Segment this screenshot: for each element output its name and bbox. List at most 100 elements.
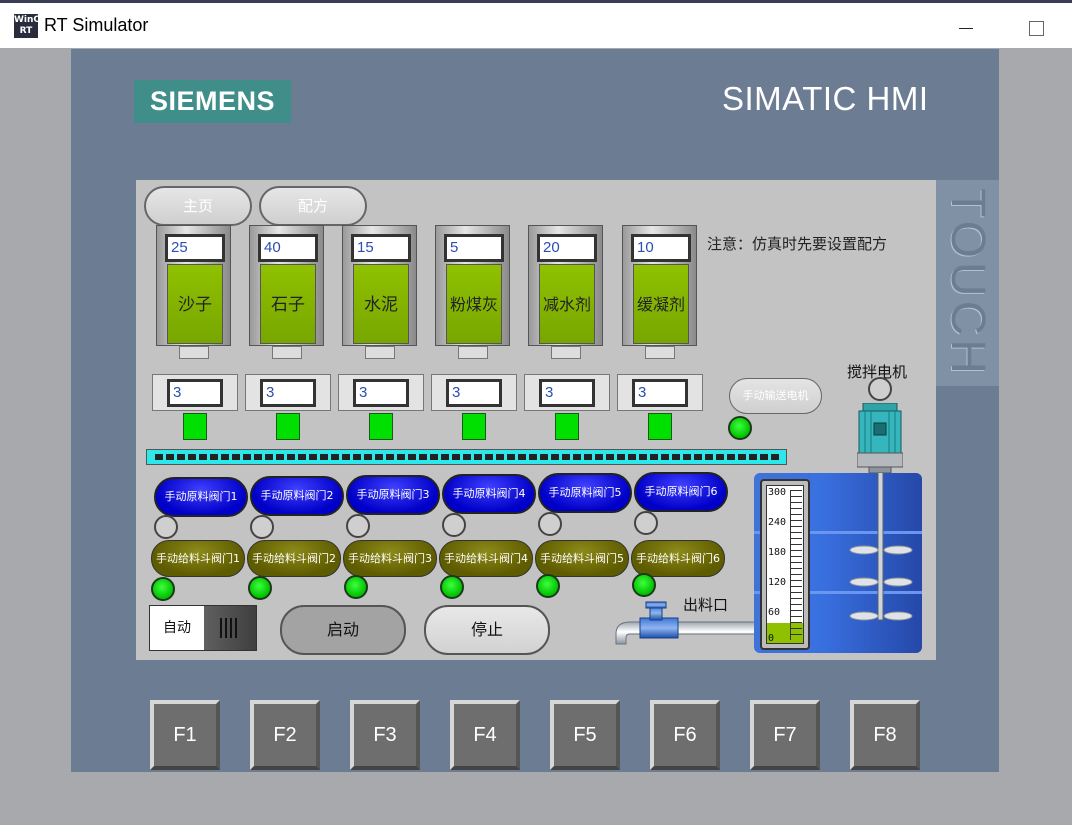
tank-band — [754, 591, 922, 594]
scale-value-field[interactable]: 3 — [260, 379, 316, 407]
hopper-status-lamp — [183, 413, 207, 440]
scale-value-field[interactable]: 3 — [353, 379, 409, 407]
manual-raw-valve-button[interactable]: 手动原料阀门2 — [250, 476, 344, 516]
silo-value-field[interactable]: 15 — [351, 234, 411, 262]
tank-level-gauge: 300 240 180 120 60 0 — [760, 479, 810, 650]
gauge-window: 300 240 180 120 60 0 — [766, 485, 804, 644]
function-key-f1[interactable]: F1 — [150, 700, 220, 770]
outlet-pipe-icon — [615, 601, 757, 645]
silo-label: 水泥 — [353, 264, 409, 344]
hopper-valve-lamp — [632, 573, 656, 597]
conveyor-motor-lamp — [728, 416, 752, 440]
hopper-valve-lamp — [248, 576, 272, 600]
function-key-label: F6 — [673, 724, 697, 746]
silo-value-field[interactable]: 20 — [537, 234, 597, 262]
stop-button[interactable]: 停止 — [424, 605, 550, 655]
maximize-button[interactable] — [1024, 15, 1048, 39]
function-key-f2[interactable]: F2 — [250, 700, 320, 770]
raw-valve-lamp — [634, 511, 658, 535]
scale-value-field[interactable]: 3 — [539, 379, 595, 407]
mixer-motor-icon — [857, 403, 903, 473]
manual-raw-valve-button[interactable]: 手动原料阀门6 — [634, 472, 728, 512]
raw-valve-lamp — [538, 512, 562, 536]
hopper-valve-lamp — [440, 575, 464, 599]
silo: 40 石子 — [249, 225, 324, 346]
simulation-note: 注意：仿真时先要设置配方 — [707, 235, 888, 253]
gauge-tick-label: 0 — [768, 633, 775, 644]
manual-raw-valve-button[interactable]: 手动原料阀门1 — [154, 477, 248, 517]
function-key-label: F2 — [273, 724, 297, 746]
mixer-agitator-icon — [849, 470, 913, 621]
silo-spout — [551, 346, 581, 359]
weigh-hopper: 3 — [431, 374, 517, 411]
recipe-button[interactable]: 配方 — [259, 186, 367, 226]
mixer-motor-label: 搅拌电机 — [847, 363, 908, 381]
silo-spout — [272, 346, 302, 359]
raw-valve-lamp — [442, 513, 466, 537]
window-title: RT Simulator — [44, 15, 149, 35]
gauge-tick-label: 120 — [768, 577, 787, 588]
gauge-tick-label: 240 — [768, 517, 787, 528]
weigh-hopper: 3 — [617, 374, 703, 411]
touch-label: TOUCH — [935, 180, 999, 386]
manual-conveyor-motor-button[interactable]: 手动输送电机 — [729, 378, 822, 414]
silo-spout — [645, 346, 675, 359]
weigh-hopper: 3 — [338, 374, 424, 411]
hopper-status-lamp — [648, 413, 672, 440]
function-key-f4[interactable]: F4 — [450, 700, 520, 770]
silo-value-field[interactable]: 40 — [258, 234, 318, 262]
manual-hopper-valve-button[interactable]: 手动给料斗阀门5 — [535, 540, 629, 577]
function-key-label: F5 — [573, 724, 597, 746]
scale-value-field[interactable]: 3 — [167, 379, 223, 407]
tank-band — [754, 531, 922, 534]
silo-value-field[interactable]: 5 — [444, 234, 504, 262]
silo-label: 减水剂 — [539, 264, 595, 344]
silo: 10 缓凝剂 — [622, 225, 697, 346]
raw-valve-lamp — [346, 514, 370, 538]
function-key-f6[interactable]: F6 — [650, 700, 720, 770]
outlet-label: 出料口 — [683, 596, 729, 614]
auto-mode-label: 自动 — [163, 620, 191, 636]
manual-raw-valve-button[interactable]: 手动原料阀门3 — [346, 475, 440, 515]
scale-value-field[interactable]: 3 — [446, 379, 502, 407]
siemens-logo: SIEMENS — [134, 80, 291, 123]
silo-spout — [458, 346, 488, 359]
home-button[interactable]: 主页 — [144, 186, 252, 226]
manual-hopper-valve-button[interactable]: 手动给料斗阀门2 — [247, 540, 341, 577]
simatic-hmi-label: SIMATIC HMI — [722, 80, 929, 117]
auto-mode-switch[interactable]: 自动 — [149, 605, 257, 651]
function-key-label: F7 — [773, 724, 797, 746]
silo-value-field[interactable]: 25 — [165, 234, 225, 262]
silo-spout — [179, 346, 209, 359]
silo-value-field[interactable]: 10 — [631, 234, 691, 262]
conveyor-belt — [146, 449, 787, 465]
function-key-f3[interactable]: F3 — [350, 700, 420, 770]
manual-hopper-valve-button[interactable]: 手动给料斗阀门3 — [343, 540, 437, 577]
silo-spout — [365, 346, 395, 359]
silo: 25 沙子 — [156, 225, 231, 346]
weigh-hopper: 3 — [245, 374, 331, 411]
manual-raw-valve-button[interactable]: 手动原料阀门5 — [538, 473, 632, 513]
silo-label: 石子 — [260, 264, 316, 344]
manual-hopper-valve-button[interactable]: 手动给料斗阀门6 — [631, 540, 725, 577]
manual-hopper-valve-button[interactable]: 手动给料斗阀门4 — [439, 540, 533, 577]
raw-valve-lamp — [154, 515, 178, 539]
minimize-button[interactable] — [954, 15, 978, 39]
hopper-status-lamp — [369, 413, 393, 440]
hopper-status-lamp — [462, 413, 486, 440]
conveyor-rollers — [155, 454, 779, 460]
function-key-f8[interactable]: F8 — [850, 700, 920, 770]
gauge-tick-label: 60 — [768, 607, 781, 618]
manual-raw-valve-button[interactable]: 手动原料阀门4 — [442, 474, 536, 514]
hopper-valve-lamp — [344, 575, 368, 599]
scale-value-field[interactable]: 3 — [632, 379, 688, 407]
switch-knob[interactable] — [204, 606, 256, 650]
hopper-valve-lamp — [151, 577, 175, 601]
silo-label: 沙子 — [167, 264, 223, 344]
manual-hopper-valve-button[interactable]: 手动给料斗阀门1 — [151, 540, 245, 577]
function-key-f7[interactable]: F7 — [750, 700, 820, 770]
function-key-f5[interactable]: F5 — [550, 700, 620, 770]
gauge-tick-label: 300 — [768, 487, 787, 498]
weigh-hopper: 3 — [524, 374, 610, 411]
start-button[interactable]: 启动 — [280, 605, 406, 655]
